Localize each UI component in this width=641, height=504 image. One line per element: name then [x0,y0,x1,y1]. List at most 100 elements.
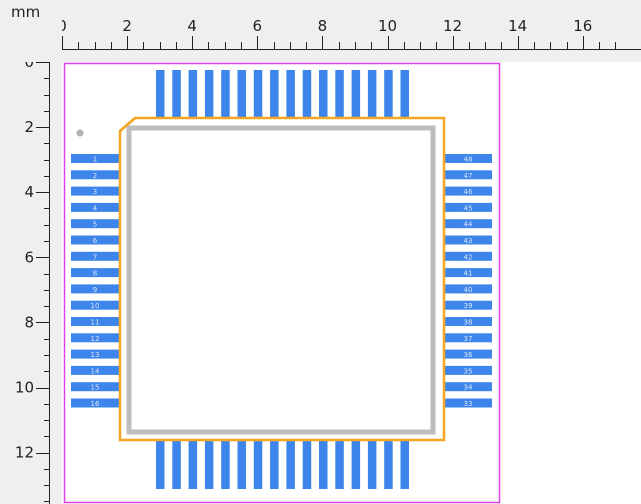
left-pad-number-10: 10 [91,302,100,310]
left-pad-number-14: 14 [91,367,100,375]
h-ruler-label-10: 10 [378,17,397,35]
right-pad-44 [444,219,492,229]
bottom-pad [335,441,344,489]
bottom-pad [351,441,361,489]
right-pad-35 [444,365,492,375]
right-pad-43 [444,235,492,245]
right-pad-number-46: 46 [464,188,473,196]
right-pad-45 [444,202,492,212]
v-ruler-label-2: 2 [24,118,34,136]
bottom-pad [204,441,214,489]
left-pad-8 [71,268,119,278]
left-pad-number-15: 15 [91,384,100,392]
left-pad-5 [71,219,119,229]
bottom-pad [270,441,279,489]
h-ruler-label-16: 16 [573,17,592,35]
h-ruler-label-8: 8 [318,17,328,35]
top-pad [253,70,263,118]
right-pad-46 [444,186,492,196]
bottom-pad [384,441,393,489]
right-pad-47 [444,170,492,180]
left-pad-12 [71,333,119,343]
left-pad-number-9: 9 [93,286,97,294]
v-ruler-label-0: 0 [24,62,34,71]
left-pad-14 [71,365,119,375]
bottom-pad [156,441,165,489]
right-pad-number-35: 35 [464,367,473,375]
left-pad-number-6: 6 [93,237,98,245]
left-pad-9 [71,284,119,294]
h-ruler-label-0: 0 [62,17,67,35]
right-pad-number-45: 45 [464,204,473,212]
right-pad-number-47: 47 [464,172,473,180]
top-pad [319,70,328,118]
right-pad-number-37: 37 [464,335,473,343]
left-pad-4 [71,202,119,212]
h-ruler-label-12: 12 [443,17,462,35]
right-pad-number-40: 40 [464,286,473,294]
left-pad-number-11: 11 [91,319,100,327]
right-pad-33 [444,398,492,408]
bottom-pad [237,441,246,489]
right-pad-number-39: 39 [464,302,473,310]
right-pad-number-38: 38 [464,319,473,327]
left-pad-number-8: 8 [93,270,97,278]
courtyard-outline [126,125,436,435]
horizontal-ruler-scale: 02468101214161 [62,17,641,50]
right-pad-34 [444,382,492,392]
h-ruler-label-6: 6 [253,17,263,35]
right-pad-number-43: 43 [464,237,473,245]
pin1-indicator-dot [76,129,84,137]
left-pad-number-13: 13 [91,351,100,359]
left-pad-13 [71,349,119,359]
v-ruler-label-8: 8 [24,313,34,331]
left-pad-6 [71,235,119,245]
left-pad-number-1: 1 [93,156,97,164]
right-pad-number-42: 42 [464,253,473,261]
top-pad [286,70,295,118]
right-pad-40 [444,284,492,294]
right-pad-48 [444,154,492,163]
v-ruler-label-12: 12 [15,444,34,462]
left-pad-11 [71,317,119,326]
h-ruler-label-14: 14 [508,17,527,35]
v-ruler-label-10: 10 [15,379,34,397]
v-ruler-label-4: 4 [24,183,34,201]
pin1-chamfer [119,117,136,132]
right-pad-36 [444,349,492,359]
left-pad-15 [71,382,119,392]
bottom-pad [172,441,181,489]
top-pad [351,70,361,118]
h-ruler-label-2: 2 [122,17,132,35]
left-pad-number-3: 3 [93,188,97,196]
bottom-pad [302,441,312,489]
right-pad-number-48: 48 [464,156,473,164]
bottom-pad [286,441,295,489]
right-pad-39 [444,300,492,310]
left-pad-10 [71,300,119,310]
right-pad-number-36: 36 [464,351,473,359]
top-pad [156,70,165,118]
right-pad-37 [444,333,492,343]
h-ruler-label-4: 4 [187,17,197,35]
left-pad-3 [71,186,119,196]
right-pad-41 [444,268,492,278]
left-pad-number-5: 5 [93,221,97,229]
footprint-drawing: 1234567891011121314151648474645444342414… [63,62,501,504]
top-pad [270,70,279,118]
right-pad-number-33: 33 [464,400,473,408]
horizontal-ruler[interactable]: 02468101214161 [62,0,641,62]
bottom-pad [367,441,377,489]
right-pad-number-34: 34 [464,384,473,392]
top-pad [221,70,230,118]
left-pad-number-7: 7 [93,253,97,261]
top-pad [384,70,393,118]
board-outline [63,62,501,504]
bottom-pad [188,441,198,489]
left-pad-number-4: 4 [93,204,98,212]
right-pad-number-44: 44 [464,221,473,229]
top-pad [367,70,377,118]
